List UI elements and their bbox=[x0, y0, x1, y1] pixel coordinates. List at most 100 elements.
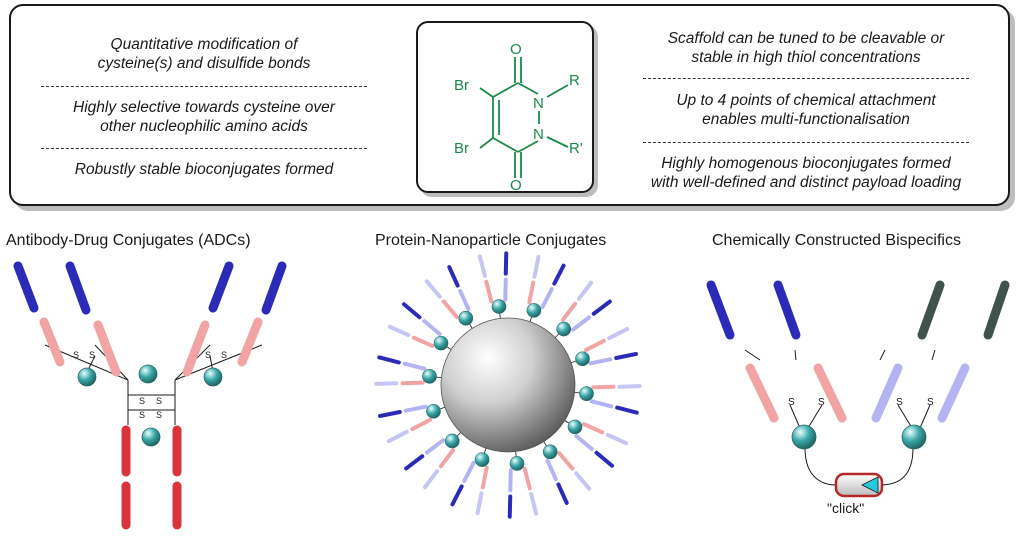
payload-sphere bbox=[579, 386, 594, 401]
atom-o: O bbox=[510, 41, 522, 58]
nanoparticle-sphere bbox=[440, 317, 576, 453]
sulfur-label: S bbox=[89, 350, 95, 360]
atom-br: Br bbox=[454, 77, 469, 94]
light-chain-variable bbox=[556, 482, 569, 505]
light-chain-constant bbox=[403, 404, 428, 413]
payload-sphere bbox=[526, 303, 542, 318]
sulfur-label: S bbox=[896, 397, 903, 408]
light-chain-variable bbox=[552, 263, 566, 286]
atom-n: N bbox=[533, 126, 544, 143]
light-chain-variable bbox=[386, 429, 409, 444]
light-chain-constant bbox=[557, 451, 575, 471]
light-chain-variable bbox=[401, 302, 422, 320]
atom-r-prime: R' bbox=[569, 140, 583, 157]
feature-selective: Highly selective towards cysteine over o… bbox=[73, 99, 335, 135]
light-chain-constant bbox=[527, 280, 536, 305]
feature-stable: Robustly stable bioconjugates formed bbox=[74, 161, 334, 178]
sulfur-label: S bbox=[818, 397, 825, 408]
atom-br: Br bbox=[454, 140, 469, 157]
light-chain-variable bbox=[576, 280, 594, 301]
light-chain-constant bbox=[438, 448, 455, 469]
light-chain-constant bbox=[462, 460, 476, 483]
feature-attachment: Up to 4 points of chemical attachment en… bbox=[676, 92, 936, 128]
light-chain-constant bbox=[591, 384, 616, 390]
adc-title: Antibody-Drug Conjugates (ADCs) bbox=[6, 232, 251, 249]
light-chain-variable bbox=[607, 326, 630, 341]
sulfur-label: S bbox=[205, 350, 211, 360]
light-chain-variable bbox=[374, 381, 399, 386]
light-chain-variable bbox=[450, 484, 464, 507]
click-triangle-icon bbox=[861, 476, 879, 494]
payload-sphere bbox=[77, 367, 97, 387]
sulfur-label: S bbox=[73, 350, 79, 360]
payload-sphere bbox=[426, 403, 441, 419]
sulfur-label: S bbox=[788, 397, 795, 408]
molecule-svg: O O N N Br Br R R' bbox=[454, 41, 583, 194]
light-chain-constant bbox=[588, 357, 613, 366]
payload-spheres bbox=[422, 299, 594, 471]
light-chain-variable bbox=[422, 469, 440, 490]
divider bbox=[41, 86, 367, 87]
payload-sphere bbox=[433, 335, 449, 351]
light-chain-variable bbox=[475, 491, 484, 516]
atom-n: N bbox=[533, 95, 544, 112]
payload-sphere bbox=[575, 351, 590, 367]
pnc-title: Protein-Nanoparticle Conjugates bbox=[375, 232, 607, 249]
light-chain-constant bbox=[522, 466, 532, 491]
light-chain-variable bbox=[591, 299, 612, 316]
atom-r: R bbox=[569, 72, 580, 89]
light-chain-variable bbox=[424, 279, 442, 299]
payload-sphere bbox=[791, 424, 817, 450]
click-label: "click" bbox=[827, 500, 864, 516]
light-chain-variable bbox=[594, 450, 615, 468]
payload-sphere bbox=[542, 444, 558, 460]
light-chain-variable bbox=[387, 324, 411, 338]
payload-sphere bbox=[474, 452, 490, 467]
light-chain-constant bbox=[400, 380, 425, 386]
sulfur-label: S bbox=[156, 410, 162, 420]
payload-sphere bbox=[422, 369, 437, 384]
feature-homogenous: Highly homogenous bioconjugates formed w… bbox=[650, 155, 962, 191]
light-chain-constant bbox=[589, 399, 614, 409]
light-chain-constant bbox=[570, 315, 592, 332]
adc-antibody: S S S S S S S S bbox=[13, 261, 287, 530]
sulfur-label: S bbox=[139, 396, 145, 406]
payload-sphere bbox=[138, 364, 158, 384]
light-chain-constant bbox=[424, 438, 446, 455]
bispecific-construct: S S S S "click" bbox=[706, 280, 1010, 516]
sulfur-label: S bbox=[221, 350, 227, 360]
light-chain-constant bbox=[410, 417, 433, 432]
light-chain-variable bbox=[378, 409, 402, 418]
light-chain-variable bbox=[574, 471, 592, 491]
light-chain-constant bbox=[458, 288, 471, 312]
payload-sphere bbox=[901, 424, 927, 450]
payload-sphere bbox=[203, 367, 223, 387]
light-chain-constant bbox=[441, 299, 459, 319]
light-chain-constant bbox=[561, 301, 578, 322]
light-chain-constant bbox=[411, 335, 435, 348]
feature-quantitative: Quantitative modification of cysteine(s)… bbox=[97, 36, 311, 72]
payload-sphere bbox=[491, 299, 507, 314]
features-panel: Quantitative modification of cysteine(s)… bbox=[9, 4, 1010, 206]
bispecific-title: Chemically Constructed Bispecifics bbox=[712, 232, 961, 249]
divider bbox=[41, 148, 367, 149]
payload-sphere bbox=[509, 456, 525, 471]
click-linker bbox=[834, 472, 884, 498]
divider bbox=[643, 142, 969, 143]
light-chain-constant bbox=[583, 338, 606, 353]
light-chain-constant bbox=[581, 422, 605, 435]
light-chain-constant bbox=[402, 361, 427, 371]
dibromopyridazinedione-structure: O O N N Br Br R R' bbox=[416, 21, 594, 194]
light-chain-constant bbox=[545, 458, 558, 482]
protein-spikes bbox=[374, 251, 642, 519]
light-chain-variable bbox=[447, 265, 460, 288]
payload-sphere bbox=[141, 427, 161, 447]
light-chain-variable bbox=[377, 355, 401, 365]
payload-sphere bbox=[444, 433, 460, 449]
light-chain-constant bbox=[422, 319, 442, 337]
light-chain-variable bbox=[477, 254, 487, 278]
light-chain-variable bbox=[614, 352, 638, 361]
payload-sphere bbox=[567, 419, 583, 435]
light-chain-variable bbox=[617, 384, 642, 389]
